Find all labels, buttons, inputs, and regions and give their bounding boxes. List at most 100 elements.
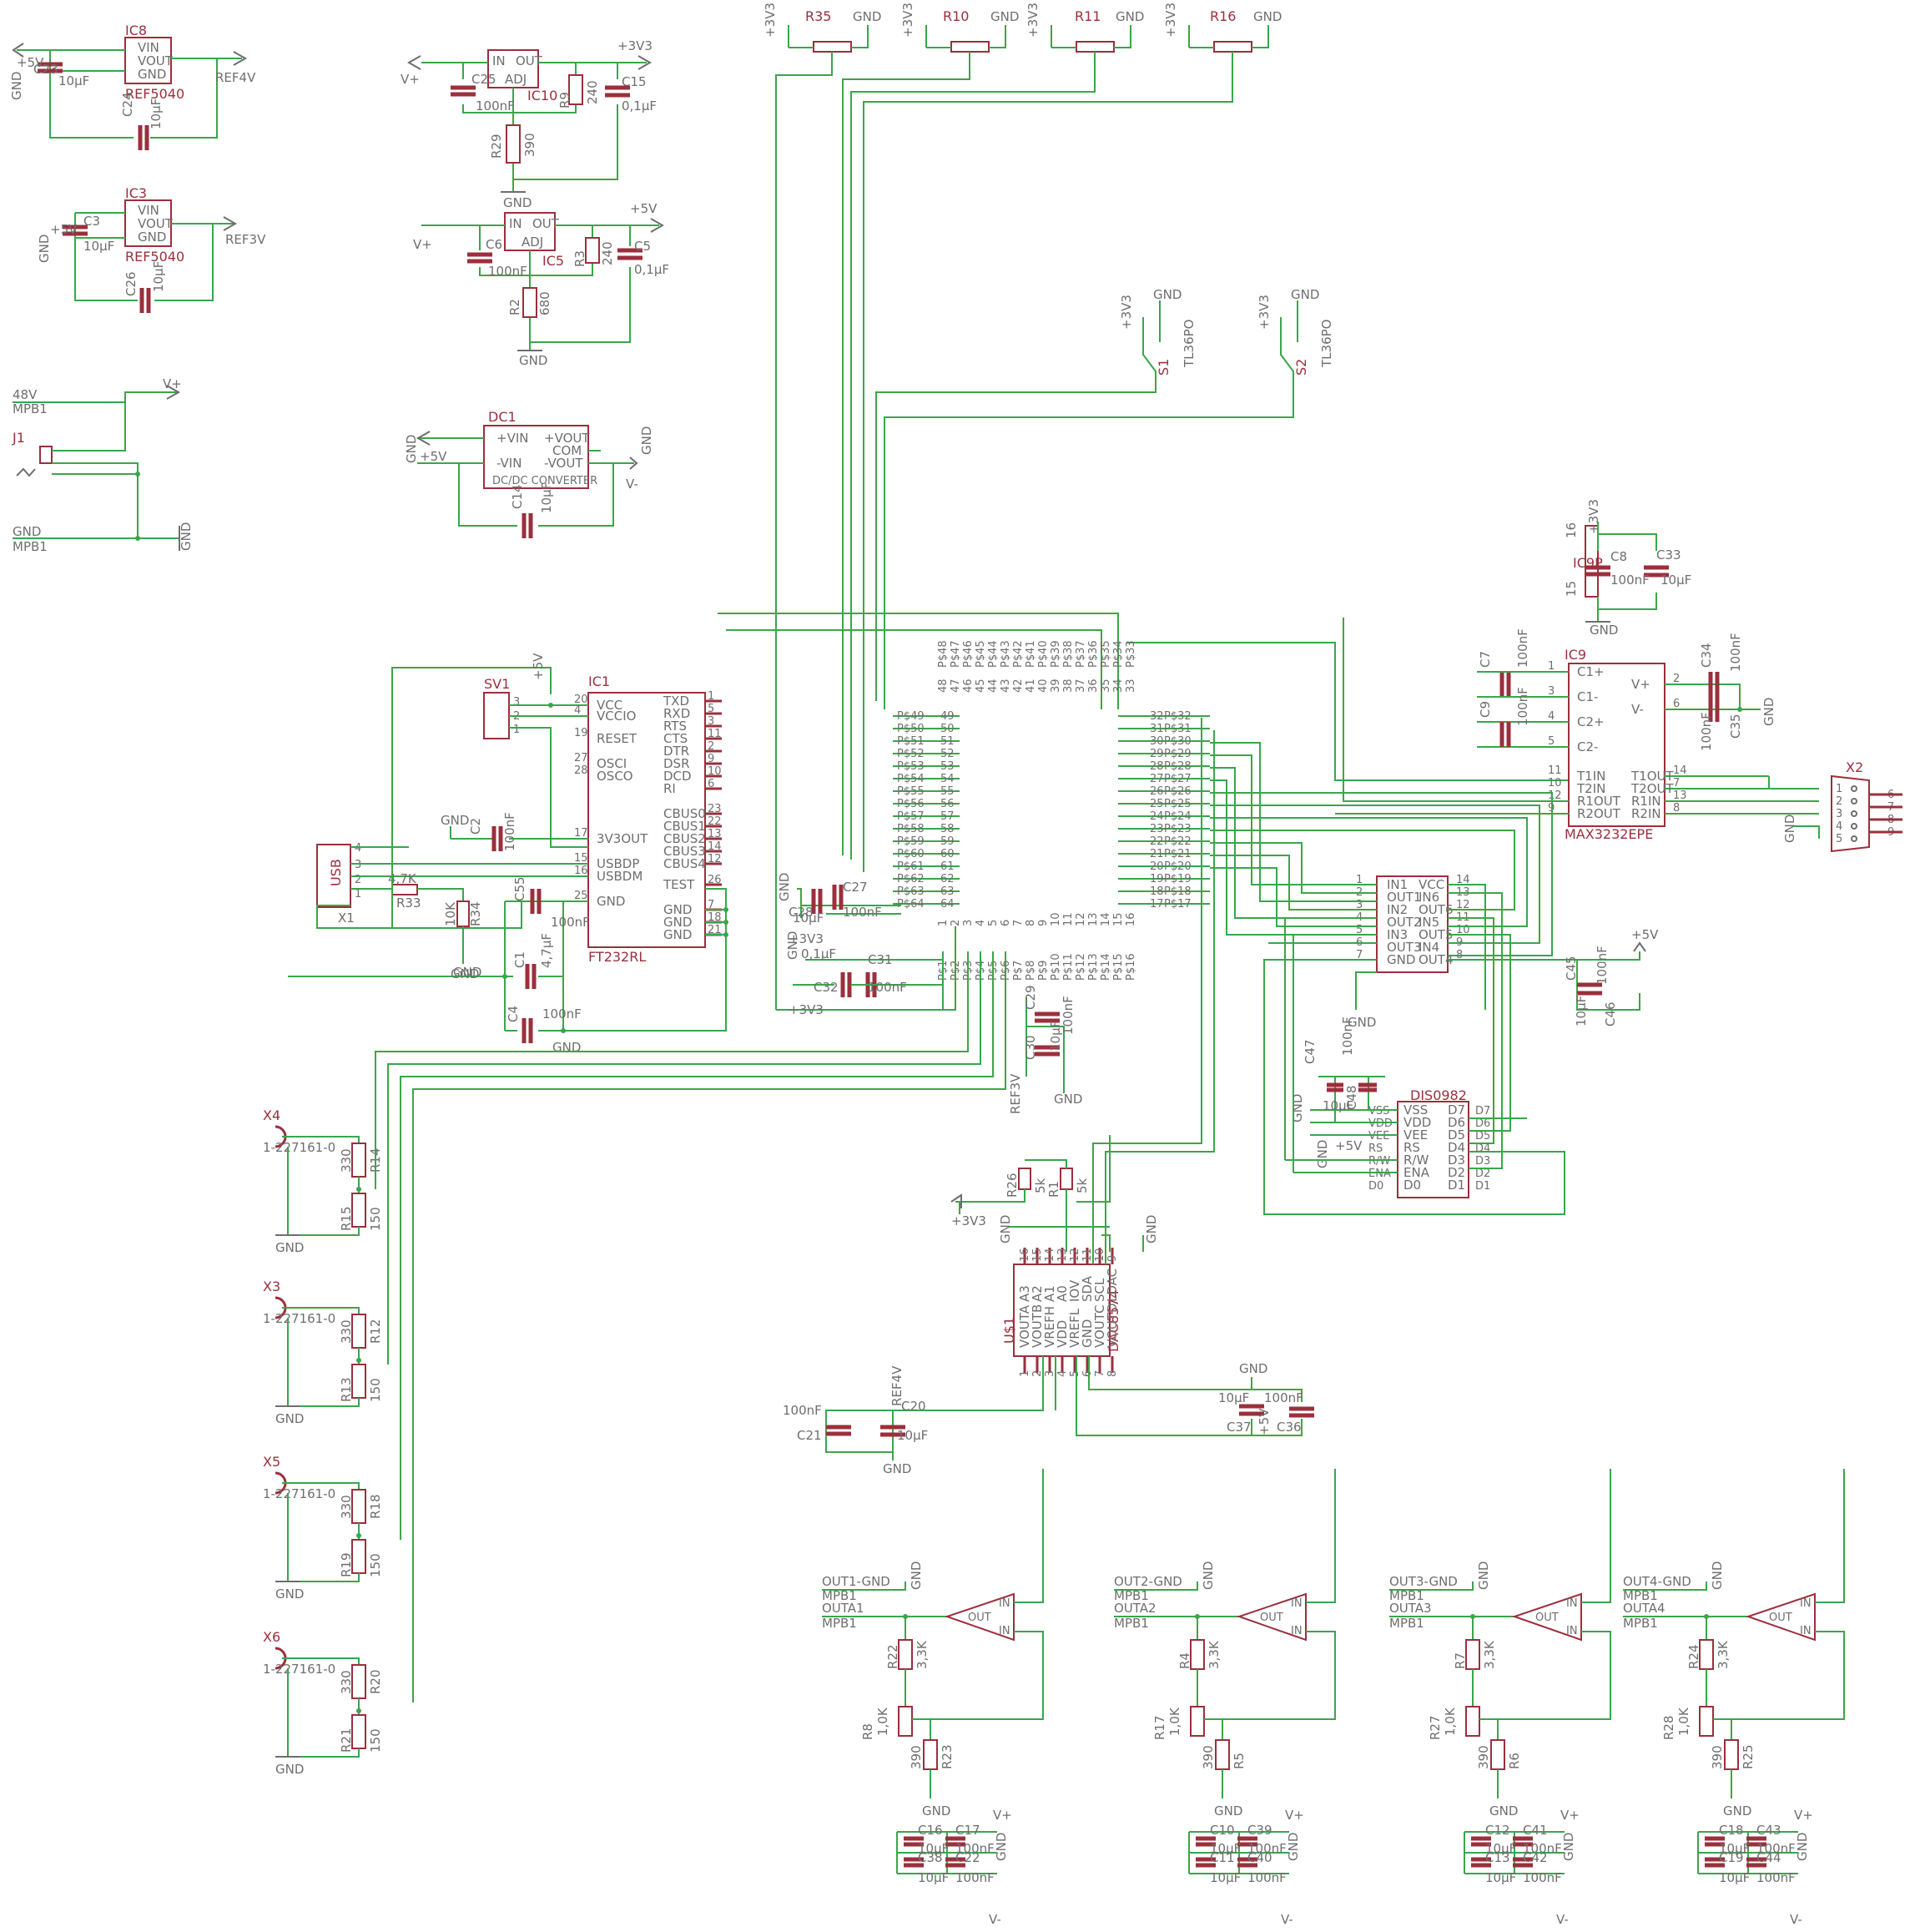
svg-text:REF4V: REF4V	[215, 70, 256, 85]
mcu-right-label: P$24	[1164, 810, 1192, 823]
opamp	[944, 1592, 1015, 1642]
resistor-fb	[1465, 1639, 1480, 1670]
mcu-bottom-num: 13	[1087, 912, 1100, 926]
ic2-pin-num: 3	[1356, 899, 1363, 911]
junction	[356, 1533, 361, 1538]
ic9-pin-num: 10	[1548, 777, 1562, 789]
ic9-pin-num: 8	[1673, 802, 1680, 815]
out-bus: MPB1	[1623, 1588, 1658, 1603]
ic1-pin-name: VCC	[597, 698, 622, 713]
lcd-pin-name: VEE	[1403, 1127, 1428, 1143]
lcd-pin-name: R/W	[1403, 1153, 1429, 1168]
svg-text:100nF: 100nF	[502, 812, 517, 851]
mcu-bottom-num: 10	[1050, 912, 1062, 926]
ic2-pin-name: IN2	[1387, 902, 1408, 917]
svg-text:GND: GND	[853, 9, 881, 24]
svg-text:IC3: IC3	[125, 185, 147, 201]
svg-text:V+: V+	[163, 376, 182, 391]
out-gnd-net: OUT2-GND	[1114, 1574, 1182, 1589]
resistor-bot	[351, 1364, 366, 1399]
ic10-regulator: IN OUT ADJ IC10 V+ +3V3 C25 100nF R9 240…	[401, 38, 657, 210]
mcu-left-label: P$63	[897, 885, 925, 898]
gnd-label: GND	[275, 1762, 304, 1777]
ic9-pin-name: R1OUT	[1577, 794, 1621, 809]
svg-text:REF3V: REF3V	[225, 232, 266, 247]
svg-text:C23: C23	[33, 62, 58, 77]
mcu-right-num: 22	[1150, 835, 1164, 848]
cap-val: 10µF	[1210, 1841, 1241, 1856]
out-wire	[1623, 1581, 1707, 1591]
out-bus: MPB1	[1114, 1588, 1149, 1603]
svg-text:16: 16	[1564, 522, 1579, 538]
ic1-pin-num: 26	[708, 874, 722, 886]
resistor-fb-ref: R4	[1177, 1652, 1192, 1669]
gnd-label: GND	[1723, 1803, 1751, 1819]
bnc-type: 1-227161-0	[263, 1311, 335, 1326]
svg-text:GND: GND	[990, 9, 1019, 24]
resistor-bot	[351, 1714, 366, 1749]
svg-text:IC1: IC1	[588, 673, 610, 689]
out-bus: MPB1	[1623, 1616, 1658, 1631]
svg-text:C27: C27	[843, 880, 868, 895]
vminus-label: V-	[1281, 1912, 1293, 1927]
ic1-support: GND C2 100nF C55 100nF C1 4,7µF C4 100nF…	[288, 653, 728, 1055]
mcu-right-num: 21	[1150, 848, 1164, 860]
svg-text:R16: R16	[1210, 8, 1236, 24]
svg-text:OUT: OUT	[532, 216, 560, 231]
mcu-left-num: 52	[940, 748, 955, 760]
cap-val: 100nF	[955, 1870, 995, 1885]
mcu-left-num: 62	[940, 873, 955, 885]
mcu-bottom-label: P$12	[1075, 953, 1087, 981]
bnc-wire	[287, 1668, 360, 1758]
svg-text:100nF: 100nF	[476, 98, 515, 113]
svg-text:S1: S1	[1156, 359, 1172, 376]
dc1-converter: DC1 +VIN -VIN +VOUT COM -VOUT DC/DC CONV…	[404, 409, 654, 538]
svg-text:GND: GND	[441, 813, 469, 828]
cap-ref: C19	[1719, 1850, 1744, 1865]
mcu-bottom-label: P$9	[1037, 961, 1050, 981]
svg-text:C8: C8	[1610, 549, 1627, 564]
resistor-top-val: 330	[339, 1670, 354, 1694]
dac-pin-num: 11	[1081, 1248, 1094, 1262]
out-wire	[1014, 1469, 1044, 1603]
svg-text:C36: C36	[1277, 1420, 1302, 1435]
svg-text:U$1: U$1	[1001, 1317, 1017, 1344]
ic1-pin-name: CBUS0	[663, 806, 706, 821]
svg-text:10K: 10K	[443, 901, 458, 926]
cap-ref: C13	[1485, 1850, 1510, 1865]
svg-text:GND: GND	[1290, 1094, 1305, 1122]
x2-pin-num: 5	[1836, 833, 1842, 845]
svg-text:OUT: OUT	[516, 53, 543, 68]
ic9-pin-name: V-	[1631, 702, 1644, 717]
svg-text:390: 390	[522, 133, 537, 157]
mcu-top-num: 35	[1100, 678, 1112, 693]
svg-text:IC5: IC5	[542, 253, 564, 269]
mcu-bottom-num: 7	[1012, 920, 1025, 926]
ic1-pin-name: TEST	[663, 877, 695, 892]
svg-text:VIN: VIN	[138, 40, 159, 55]
ic1-pin-num: 14	[708, 840, 722, 853]
mcu-right-label: P$25	[1164, 798, 1192, 810]
svg-text:10µF: 10µF	[1048, 1021, 1063, 1052]
svg-text:REF3V: REF3V	[1008, 1073, 1023, 1114]
svg-text:1: 1	[513, 724, 520, 736]
svg-text:GND: GND	[1315, 1140, 1330, 1168]
cap-ref: C22	[955, 1850, 980, 1865]
lcd-pin-label: D4	[1475, 1143, 1490, 1155]
svg-text:GND: GND	[1253, 9, 1282, 24]
svg-text:+5V: +5V	[420, 449, 447, 464]
x2-pin-num: 4	[1836, 820, 1842, 833]
ic2-pin-name: IN3	[1387, 927, 1408, 942]
lcd-pin-label: D1	[1475, 1180, 1490, 1193]
svg-text:GND: GND	[179, 522, 194, 551]
lcd-pin-name: D6	[1448, 1115, 1465, 1130]
lcd-pin-name: VSS	[1403, 1102, 1428, 1117]
svg-text:C32: C32	[814, 980, 839, 995]
svg-text:GND: GND	[1144, 1215, 1159, 1243]
lcd-pin-name: D2	[1448, 1165, 1465, 1180]
opamp-out: OUT	[968, 1612, 991, 1624]
out-gnd-net: OUT3-GND	[1389, 1574, 1458, 1589]
ic1-pin-name: CBUS3	[663, 844, 706, 859]
opamp-in-pos: IN	[1800, 1625, 1812, 1637]
